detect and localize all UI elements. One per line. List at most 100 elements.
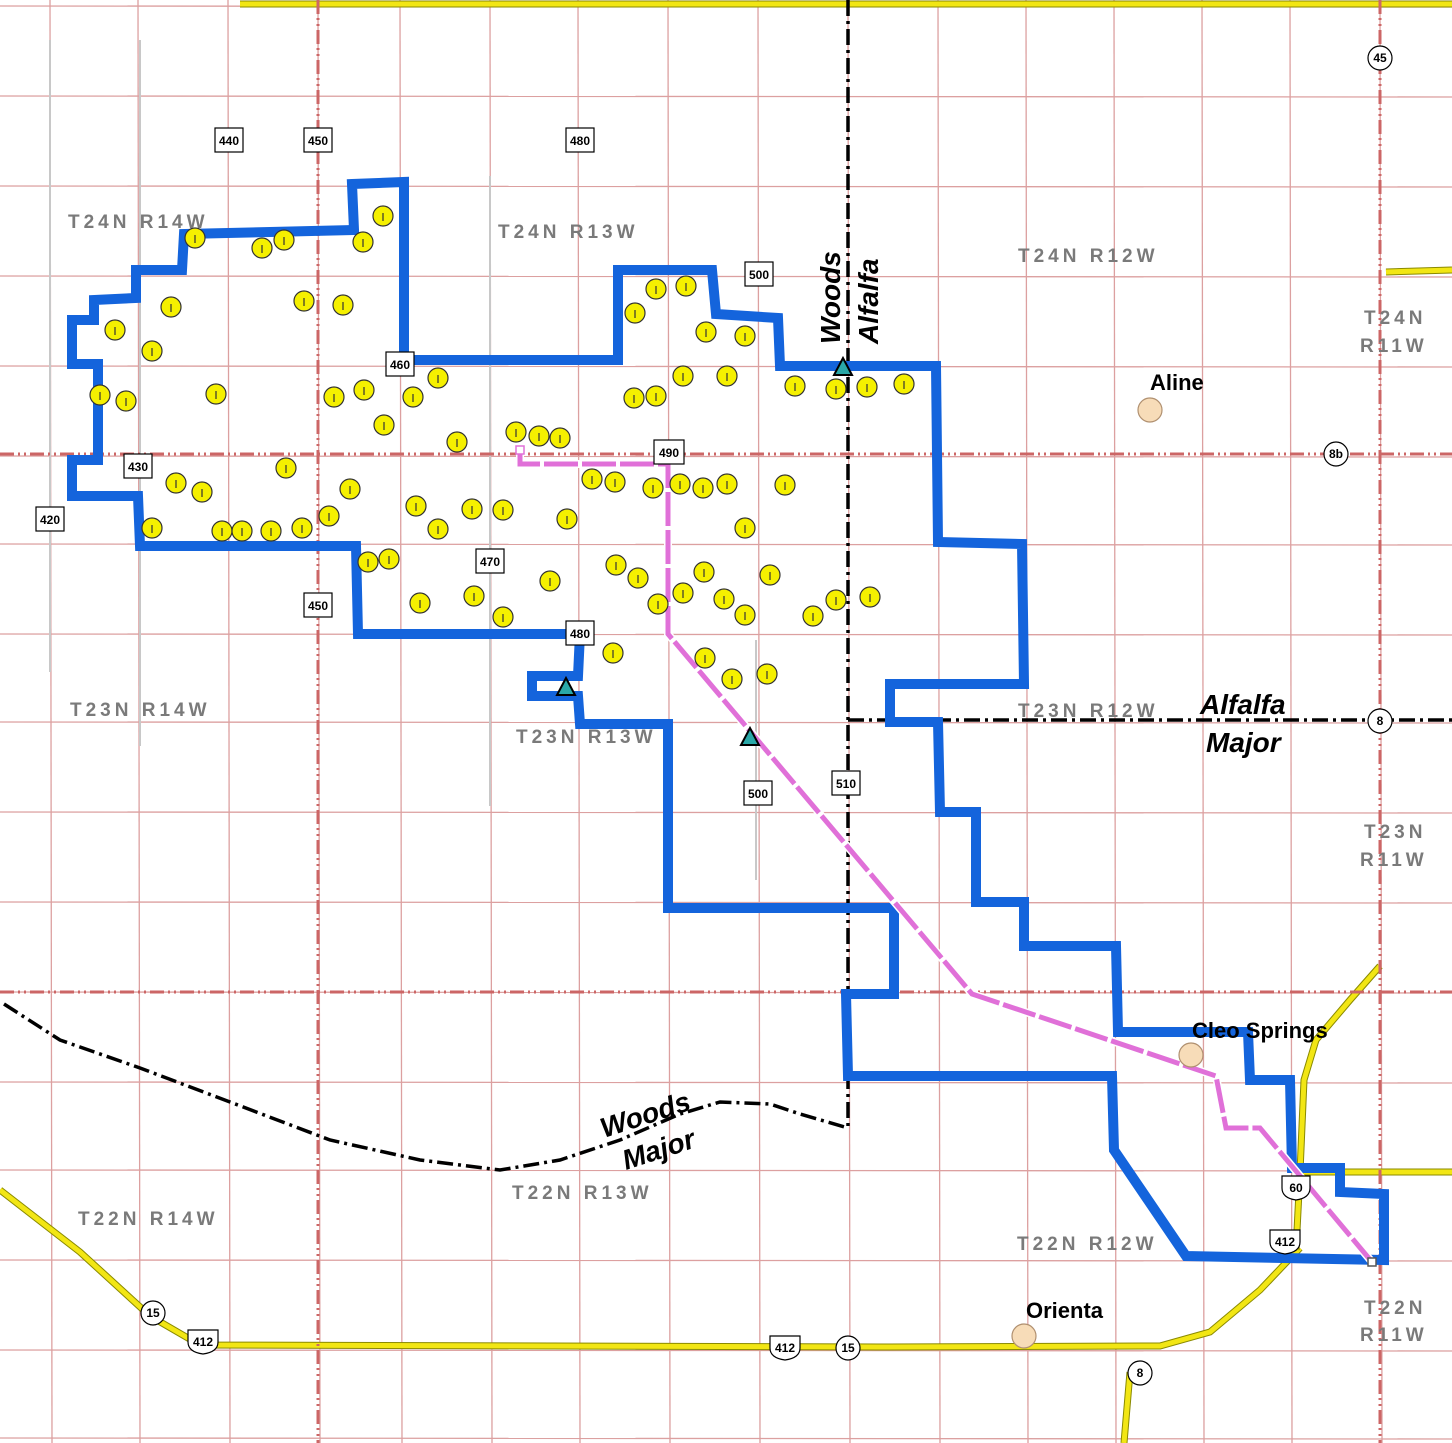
county-label-alfalfa: Alfalfa <box>853 258 884 345</box>
svg-text:500: 500 <box>748 787 768 801</box>
section-line <box>0 633 1452 636</box>
township-label: T23N R13W <box>516 727 657 748</box>
county-label-woods: Woods <box>815 251 846 344</box>
svg-text:470: 470 <box>480 555 500 569</box>
us-highway-shield[interactable]: 60 <box>1281 1175 1311 1201</box>
township-label: T23N <box>1364 822 1426 843</box>
unit-boundary <box>67 176 1389 1266</box>
township-label: T23N R12W <box>1018 701 1159 722</box>
section-line <box>0 455 1452 458</box>
svg-text:8: 8 <box>1377 714 1384 728</box>
township-label: T24N R12W <box>1018 246 1159 267</box>
facility-triangle[interactable] <box>555 675 577 696</box>
county-lines <box>3 0 1452 1172</box>
svg-text:412: 412 <box>1275 1235 1295 1249</box>
highway <box>1121 1371 1133 1443</box>
facility-triangle[interactable] <box>832 355 854 376</box>
state-highway-shield[interactable]: 15 <box>140 1300 166 1326</box>
section-line <box>0 1349 1452 1352</box>
section-line <box>227 0 231 1443</box>
town-marker[interactable] <box>1137 397 1163 423</box>
township-label: R11W <box>1360 336 1428 357</box>
state-highway-shield[interactable]: 45 <box>1367 45 1393 71</box>
county-label-alfalfa: Alfalfa <box>1199 689 1286 720</box>
us-highway-shield[interactable]: 412 <box>187 1329 219 1355</box>
unit-boundary-line[interactable] <box>67 176 1389 1266</box>
svg-text:490: 490 <box>659 446 679 460</box>
svg-text:45: 45 <box>1373 51 1387 65</box>
svg-text:440: 440 <box>219 134 239 148</box>
state-highway-shield[interactable]: 8 <box>1127 1360 1153 1386</box>
township-label: T24N <box>1364 308 1426 329</box>
svg-text:450: 450 <box>308 599 328 613</box>
county-road-shield[interactable]: 500 <box>744 261 774 287</box>
svg-text:420: 420 <box>40 513 60 527</box>
svg-text:510: 510 <box>836 777 856 791</box>
svg-text:8b: 8b <box>1329 447 1343 461</box>
section-line <box>0 1081 1452 1084</box>
highway-casing <box>1296 963 1452 1176</box>
svg-text:60: 60 <box>1289 1181 1303 1195</box>
svg-text:480: 480 <box>570 627 590 641</box>
township-label: T24N R13W <box>498 222 639 243</box>
township-label: R11W <box>1360 1325 1428 1346</box>
highway <box>0 1188 1302 1350</box>
section-line <box>757 0 761 1443</box>
county-road-shield[interactable]: 450 <box>303 592 333 618</box>
county-road-shield[interactable]: 460 <box>385 351 415 377</box>
section-line <box>0 185 1452 188</box>
section-line <box>0 1169 1452 1172</box>
township-label: R11W <box>1360 850 1428 871</box>
svg-text:15: 15 <box>841 1341 855 1355</box>
section-line <box>0 901 1452 904</box>
county-road-shield[interactable]: 480 <box>565 127 595 153</box>
section-line <box>0 1437 1452 1440</box>
section-line <box>0 95 1452 98</box>
us-highway-shield[interactable]: 412 <box>769 1335 801 1361</box>
township-label: T22N <box>1364 1298 1426 1319</box>
township-label: T22N R13W <box>512 1183 653 1204</box>
state-highway-shield[interactable]: 8b <box>1323 441 1349 467</box>
svg-text:460: 460 <box>390 358 410 372</box>
highway <box>1385 267 1452 275</box>
svg-text:8: 8 <box>1137 1366 1144 1380</box>
county-road-shield[interactable]: 430 <box>123 453 153 479</box>
facilities <box>555 355 854 746</box>
facility-triangle[interactable] <box>739 725 761 746</box>
town-marker[interactable] <box>1178 1042 1204 1068</box>
highway <box>1297 964 1452 1175</box>
town-marker[interactable] <box>1011 1323 1037 1349</box>
town-label-aline[interactable]: Aline <box>1150 370 1204 395</box>
wells <box>89 205 915 690</box>
pipeline <box>515 445 1377 1267</box>
us-highway-shields: 412 412 60 412 <box>187 1175 1311 1361</box>
county-line <box>3 1002 849 1172</box>
township-label: T22N R14W <box>78 1209 219 1230</box>
pipeline-line[interactable] <box>517 450 1374 1264</box>
county-road-shield[interactable]: 480 <box>565 620 595 646</box>
svg-text:430: 430 <box>128 460 148 474</box>
township-label: T22N R12W <box>1017 1234 1158 1255</box>
county-road-shield[interactable]: 500 <box>743 780 773 806</box>
township-label: T23N R14W <box>70 700 211 721</box>
county-road-shield[interactable]: 440 <box>214 127 244 153</box>
svg-text:412: 412 <box>775 1341 795 1355</box>
township-labels: T24N R14W T24N R13W T24N R12W T24N R11W … <box>68 212 1428 1346</box>
town-label-orienta[interactable]: Orienta <box>1026 1298 1104 1323</box>
county-road-shield[interactable]: 510 <box>831 770 861 796</box>
state-highway-shields: 45 8b 8 15 15 8 <box>140 45 1393 1386</box>
state-highway-shield[interactable]: 15 <box>835 1335 861 1361</box>
us-highway-shield[interactable]: 412 <box>1269 1229 1301 1255</box>
state-highway-shield[interactable]: 8 <box>1367 708 1393 734</box>
county-road-shield[interactable]: 490 <box>653 439 685 465</box>
svg-text:412: 412 <box>193 1335 213 1349</box>
county-road-shield[interactable]: 470 <box>475 548 505 574</box>
township-label: T24N R14W <box>68 212 209 233</box>
county-road-shield[interactable]: 420 <box>35 506 65 532</box>
svg-text:15: 15 <box>146 1306 160 1320</box>
svg-text:480: 480 <box>570 134 590 148</box>
town-label-cleo-springs[interactable]: Cleo Springs <box>1192 1018 1328 1043</box>
county-road-shield[interactable]: 450 <box>303 127 333 153</box>
